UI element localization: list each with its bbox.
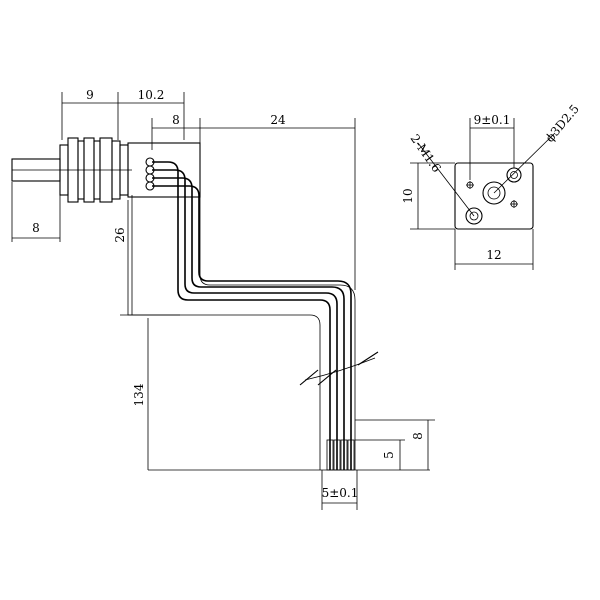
dim-hole-spacing: 9±0.1: [474, 113, 511, 127]
label-boss-dia: ϕ3D2.5: [543, 102, 582, 145]
dim-shaft-len: 9: [86, 88, 94, 102]
dim-shaft-dia: 8: [32, 221, 40, 235]
label-mount-hole: 2-M1.6: [408, 132, 444, 175]
dim-tail-end-a: 8: [411, 432, 425, 440]
dim-plate-width: 12: [486, 248, 501, 262]
dim-fpc-width: 24: [270, 113, 286, 127]
dim-gearbox-len: 10.2: [138, 88, 165, 102]
dim-pitch: 5±0.1: [322, 486, 359, 500]
flex-cable: [127, 150, 379, 471]
dim-plate-height: 10: [401, 188, 415, 203]
dim-fpc-drop: 26: [113, 227, 127, 242]
mount-hole: [465, 207, 483, 225]
dim-tail-len: 134: [132, 383, 146, 406]
dim-board-width: 8: [172, 113, 180, 127]
mounting-plate: [454, 162, 534, 230]
break-mark: [299, 351, 379, 386]
motor-side-view: [11, 137, 201, 203]
center-boss: [482, 181, 506, 205]
mounting-plate-view: 9±0.1 10 12 2-M1.6 ϕ3D2.5: [401, 102, 582, 270]
end-contacts: [326, 439, 355, 471]
solder-pad: [145, 181, 155, 191]
dim-tail-end-b: 5: [382, 451, 396, 459]
mount-hole: [506, 167, 522, 183]
dimension-lines: 9 10.2 8 24 8 26 134 8 5: [11, 88, 435, 510]
